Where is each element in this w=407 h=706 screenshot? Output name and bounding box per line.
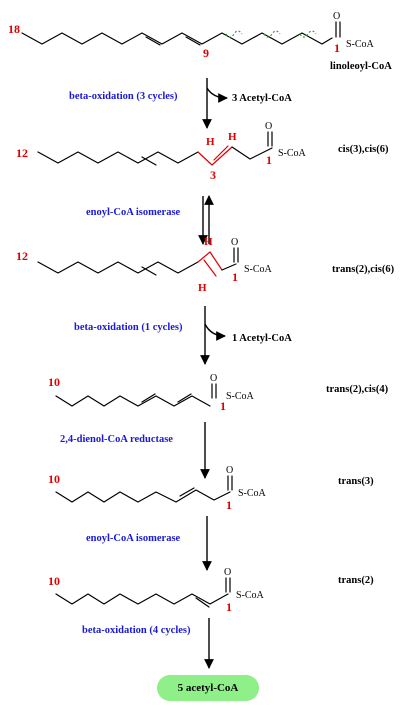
highlight-double-bond	[203, 259, 217, 277]
carbon-12-label: 12	[16, 249, 28, 263]
highlight-bond	[197, 251, 223, 271]
hydrogen-top: H	[204, 236, 213, 248]
step-label: beta-oxidation (3 cycles)	[69, 91, 178, 102]
carbon-1-label: 1	[220, 399, 226, 413]
double-bond-line	[141, 266, 157, 276]
carbon-chain	[55, 395, 211, 407]
carbon-10-label: 10	[48, 574, 60, 588]
hydrogen-right: H	[228, 131, 237, 143]
structure-trans2-cis6: 12 H H O 1 S-CoA trans(2),cis(6)	[16, 236, 395, 294]
thioester-group: S-CoA	[226, 391, 255, 402]
double-bond-line	[185, 36, 201, 46]
carbon-chain	[37, 261, 199, 274]
thioester-group: S-CoA	[244, 264, 273, 275]
structure-linoleoyl-coa: 18 9 O 1 S-CoA linoleoyl-CoA	[8, 11, 392, 72]
byproduct-label: 1 Acetyl-CoA	[232, 333, 292, 344]
thioester-group: S-CoA	[236, 590, 265, 601]
step-label: 2,4-dienol-CoA reductase	[60, 434, 173, 445]
configuration-label: cis(3),cis(6)	[338, 144, 389, 155]
step-label: beta-oxidation (4 cycles)	[82, 625, 191, 636]
final-product-badge: 5 acetyl-CoA	[157, 675, 259, 701]
carbon-chain	[21, 32, 333, 45]
configuration-label: trans(3)	[338, 476, 374, 487]
configuration-label: trans(2)	[338, 575, 374, 586]
oxygen-atom: O	[333, 11, 340, 22]
highlight-bond	[197, 146, 233, 166]
oxygen-atom: O	[231, 237, 238, 248]
oxygen-atom: O	[210, 373, 217, 384]
double-bond-line	[145, 36, 161, 46]
carbon-10-label: 10	[48, 375, 60, 389]
carbon-3-label: 3	[210, 168, 216, 182]
configuration-label: trans(2),cis(6)	[332, 264, 395, 275]
byproduct-arrow	[206, 87, 228, 103]
thioester-group: S-CoA	[346, 39, 375, 50]
carbon-chain	[55, 489, 231, 503]
configuration-label: trans(2),cis(4)	[326, 384, 389, 395]
byproduct-label: 3 Acetyl-CoA	[232, 93, 292, 104]
step-label: enoyl-CoA isomerase	[86, 207, 181, 218]
byproduct-arrow	[204, 323, 226, 341]
hydrogen-bottom: H	[198, 282, 207, 294]
thioester-group: S-CoA	[238, 488, 267, 499]
cleavage-marks	[225, 30, 317, 38]
carbon-9-label: 9	[203, 46, 209, 60]
carbon-1-label: 1	[226, 600, 232, 614]
carbon-1-label: 1	[334, 41, 340, 55]
compound-name: linoleoyl-CoA	[330, 61, 392, 72]
highlight-double-bond	[213, 145, 229, 161]
hydrogen-top: H	[206, 136, 215, 148]
double-bond-line	[177, 393, 192, 403]
oxygen-atom: O	[226, 465, 233, 476]
oxygen-atom: O	[224, 567, 231, 578]
carbon-chain	[55, 593, 229, 605]
double-bond-line	[179, 487, 195, 497]
carbon-1-label: 1	[232, 270, 238, 284]
structure-trans2-cis4: 10 O 1 S-CoA trans(2),cis(4)	[48, 373, 389, 413]
carbon-chain	[221, 263, 237, 271]
carbon-1-label: 1	[266, 153, 272, 167]
carbon-chain	[231, 146, 273, 160]
carbon-10-label: 10	[48, 472, 60, 486]
oxygen-atom: O	[265, 121, 272, 132]
double-bond-line	[141, 156, 157, 166]
double-bond-line	[195, 597, 210, 608]
carbon-18-label: 18	[8, 22, 20, 36]
step-label: enoyl-CoA isomerase	[86, 533, 181, 544]
carbon-1-label: 1	[226, 498, 232, 512]
structure-trans2: 10 O 1 S-CoA trans(2)	[48, 567, 374, 614]
thioester-group: S-CoA	[278, 148, 307, 159]
double-bond-line	[141, 393, 156, 403]
step-label: beta-oxidation (1 cycles)	[74, 322, 183, 333]
carbon-chain	[37, 151, 199, 164]
carbon-12-label: 12	[16, 146, 28, 160]
structure-trans3: 10 O 1 S-CoA trans(3)	[48, 465, 374, 512]
structure-cis3-cis6: 12 H H 3 O 1 S-CoA cis(3),cis(6)	[16, 121, 389, 182]
